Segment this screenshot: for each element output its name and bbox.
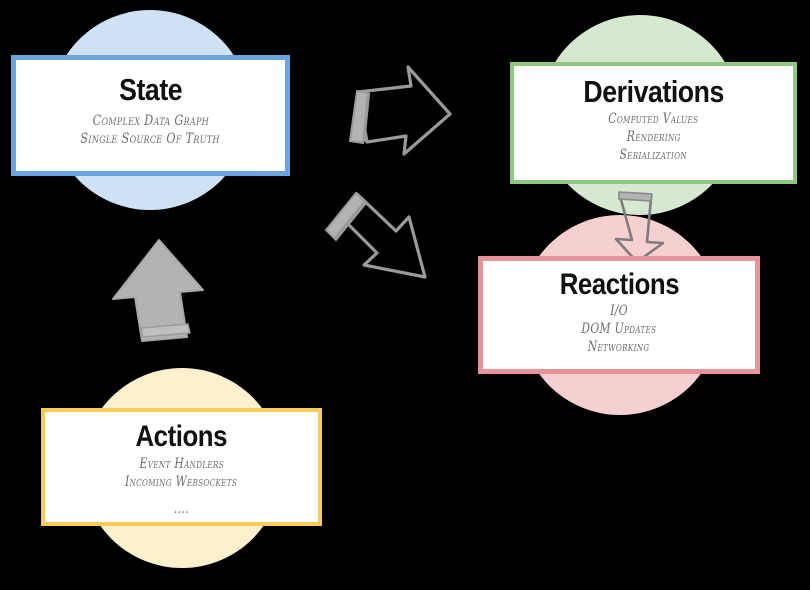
node-state[interactable]: State Complex Data Graph Single Source O… bbox=[11, 55, 290, 176]
node-derivations[interactable]: Derivations Computed Values Rendering Se… bbox=[510, 62, 797, 184]
node-derivations-subtitle-2: Rendering bbox=[626, 128, 681, 145]
node-derivations-subtitles: Computed Values Rendering Serialization bbox=[597, 111, 710, 164]
arrow-state-to-derivations-icon bbox=[348, 65, 452, 156]
node-actions[interactable]: Actions Event Handlers Incoming Websocke… bbox=[41, 408, 322, 526]
node-actions-title: Actions bbox=[135, 420, 228, 453]
node-reactions-subtitle-3: Networking bbox=[588, 338, 650, 355]
node-derivations-title: Derivations bbox=[583, 74, 724, 109]
node-state-subtitles: Complex Data Graph Single Source Of Trut… bbox=[63, 112, 237, 149]
node-derivations-subtitle-1: Computed Values bbox=[608, 111, 699, 127]
node-actions-subtitle-2: Incoming Websockets bbox=[125, 473, 238, 490]
node-reactions-subtitle-1: I/O bbox=[610, 303, 628, 319]
arrow-actions-to-state-icon bbox=[112, 239, 204, 342]
node-reactions[interactable]: Reactions I/O DOM Updates Networking bbox=[478, 256, 760, 374]
node-actions-subtitle-1: Event Handlers bbox=[139, 456, 224, 472]
node-derivations-subtitle-3: Serialization bbox=[619, 146, 688, 163]
node-reactions-subtitles: I/O DOM Updates Networking bbox=[572, 303, 666, 356]
arrow-reactions-to-actions-icon bbox=[324, 191, 427, 279]
node-actions-subtitles: Event Handlers Incoming Websockets .... bbox=[111, 456, 251, 518]
node-reactions-subtitle-2: DOM Updates bbox=[581, 320, 657, 337]
node-state-subtitle-1: Complex Data Graph bbox=[92, 113, 209, 129]
node-actions-subtitle-3: .... bbox=[173, 500, 189, 517]
node-state-subtitle-2: Single Source Of Truth bbox=[80, 131, 221, 148]
node-state-title: State bbox=[118, 72, 183, 107]
node-reactions-title: Reactions bbox=[559, 268, 679, 301]
